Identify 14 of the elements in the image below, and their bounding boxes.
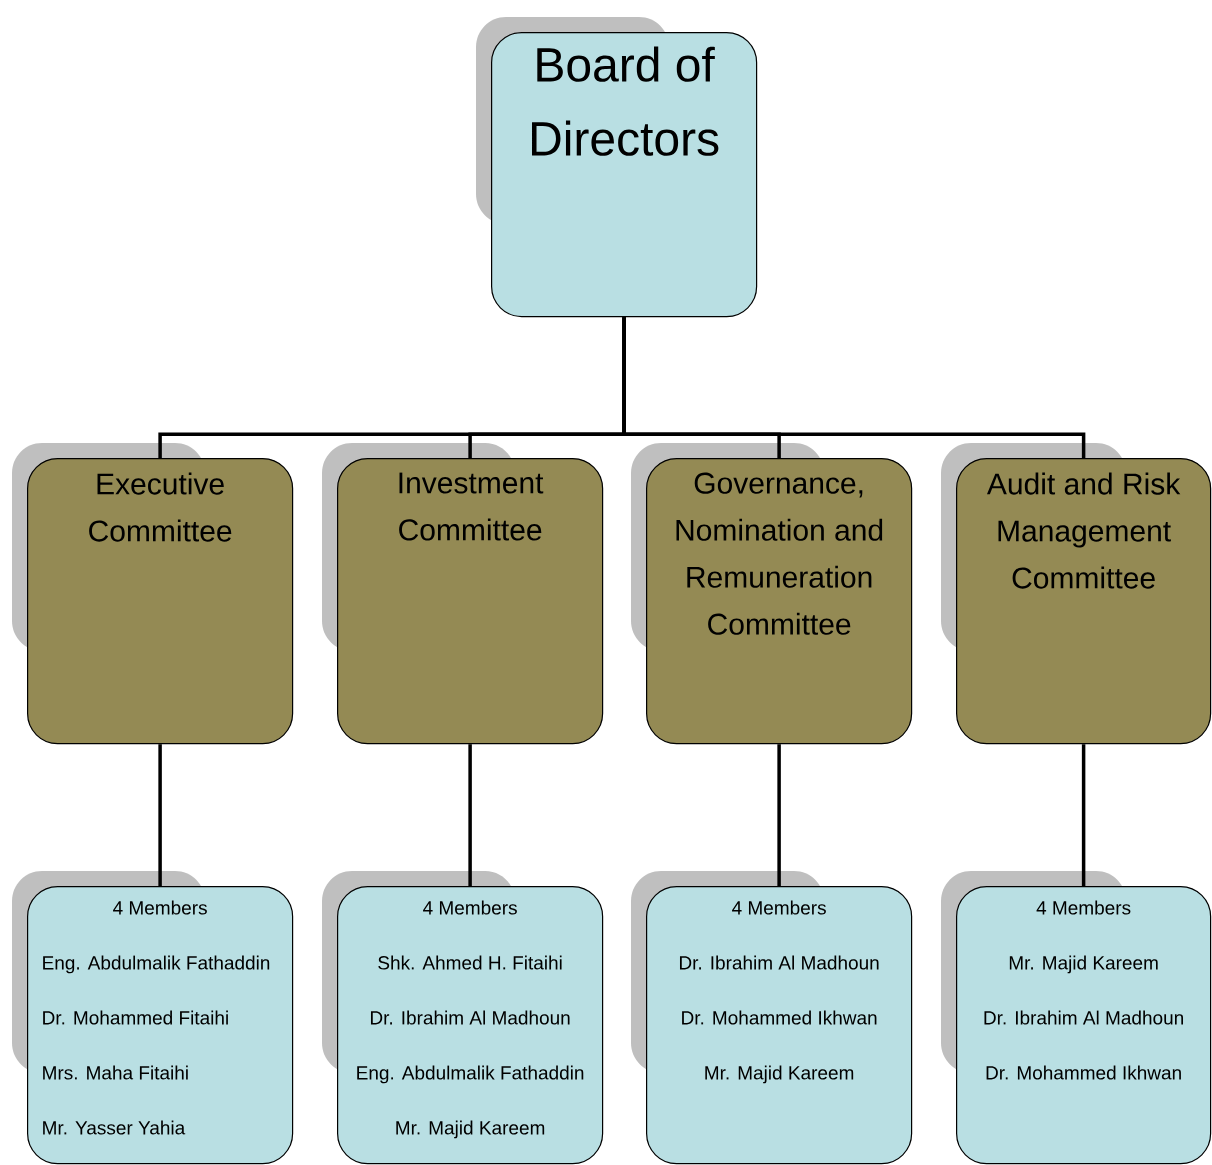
connector-line bbox=[1081, 744, 1086, 886]
members-box: 4 Members Shk. Ahmed H. Fitaihi Dr. Ibrahim Al Madhoun Eng. Abdulmalik Fathaddin Mr. Majid Kareem bbox=[337, 886, 604, 1165]
board-box: Board of Directors bbox=[491, 32, 758, 318]
members-box: 4 Members Mr. Majid Kareem Dr. Ibrahim Al Madhoun Dr. Mohammed Ikhwan bbox=[956, 886, 1212, 1165]
committee-box: Executive Committee bbox=[27, 458, 294, 745]
members-box: 4 Members Eng. Abdulmalik Fathaddin Dr. Mohammed Fitaihi Mrs. Maha Fitaihi Mr. Yasser Yahia bbox=[27, 886, 294, 1165]
connector-line bbox=[622, 317, 1086, 458]
committee-box: Investment Committee bbox=[337, 458, 604, 745]
committee-box: Audit and Risk Management Committee bbox=[956, 458, 1212, 745]
committee-box: Governance, Nomination and Remuneration Committee bbox=[646, 458, 913, 745]
connector-line bbox=[468, 744, 472, 886]
connector-line bbox=[158, 744, 162, 886]
members-box: 4 Members Dr. Ibrahim Al Madhoun Dr. Mohammed Ikhwan Mr. Majid Kareem bbox=[646, 886, 913, 1165]
connector-line bbox=[777, 744, 781, 886]
